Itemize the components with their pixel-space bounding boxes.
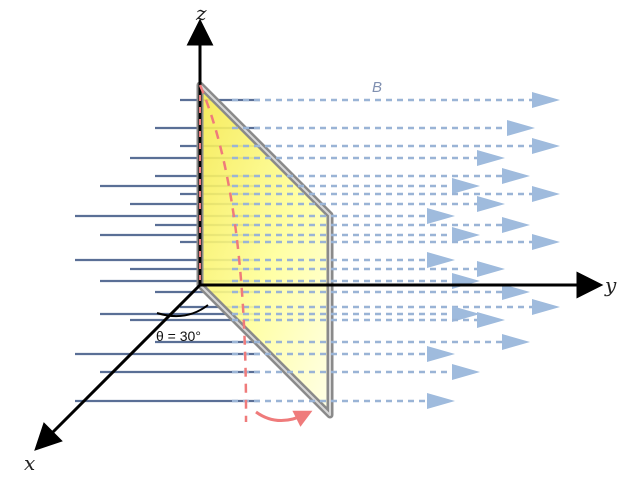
rotation-arrow xyxy=(255,410,313,427)
field-arrowhead-8 xyxy=(427,208,455,224)
field-arrowhead-0 xyxy=(532,92,560,108)
field-arrowhead-18 xyxy=(477,312,505,328)
rotation-indicator xyxy=(198,84,313,427)
field-lines-dashed xyxy=(232,92,560,409)
field-arrowhead-1 xyxy=(507,120,535,136)
field-arrowhead-16 xyxy=(532,299,560,315)
x-axis xyxy=(34,283,202,451)
field-arrowhead-17 xyxy=(452,306,480,322)
field-arrowhead-21 xyxy=(452,364,480,380)
angle-marker: θ = 30° xyxy=(156,304,209,344)
x-axis-label: x xyxy=(24,451,35,475)
field-arrowhead-12 xyxy=(427,252,455,268)
field-label-b: B xyxy=(372,79,382,96)
loop-plane xyxy=(200,85,330,415)
field-arrowhead-5 xyxy=(452,178,480,194)
field-arrowhead-22 xyxy=(427,393,455,409)
normal-plane-trace xyxy=(198,84,248,423)
field-arrowhead-13 xyxy=(477,261,505,277)
field-arrowhead-14 xyxy=(452,273,480,289)
z-axis-label: z xyxy=(195,1,207,25)
field-arrowhead-10 xyxy=(452,227,480,243)
field-arrowhead-9 xyxy=(502,217,530,233)
field-arrowhead-7 xyxy=(477,196,505,212)
y-axis-label: y xyxy=(604,273,617,297)
field-arrowhead-3 xyxy=(477,150,505,166)
current-loop xyxy=(196,81,334,419)
field-arrowhead-15 xyxy=(502,284,530,300)
angle-label: θ = 30° xyxy=(156,328,201,344)
field-arrowhead-2 xyxy=(532,138,560,154)
field-arrowhead-20 xyxy=(427,346,455,362)
field-arrowhead-19 xyxy=(502,334,530,350)
field-arrowhead-6 xyxy=(532,186,560,202)
axes: z y x xyxy=(24,1,617,475)
field-arrowhead-11 xyxy=(532,234,560,250)
angle-arc xyxy=(156,304,209,318)
field-arrowhead-4 xyxy=(502,168,530,184)
